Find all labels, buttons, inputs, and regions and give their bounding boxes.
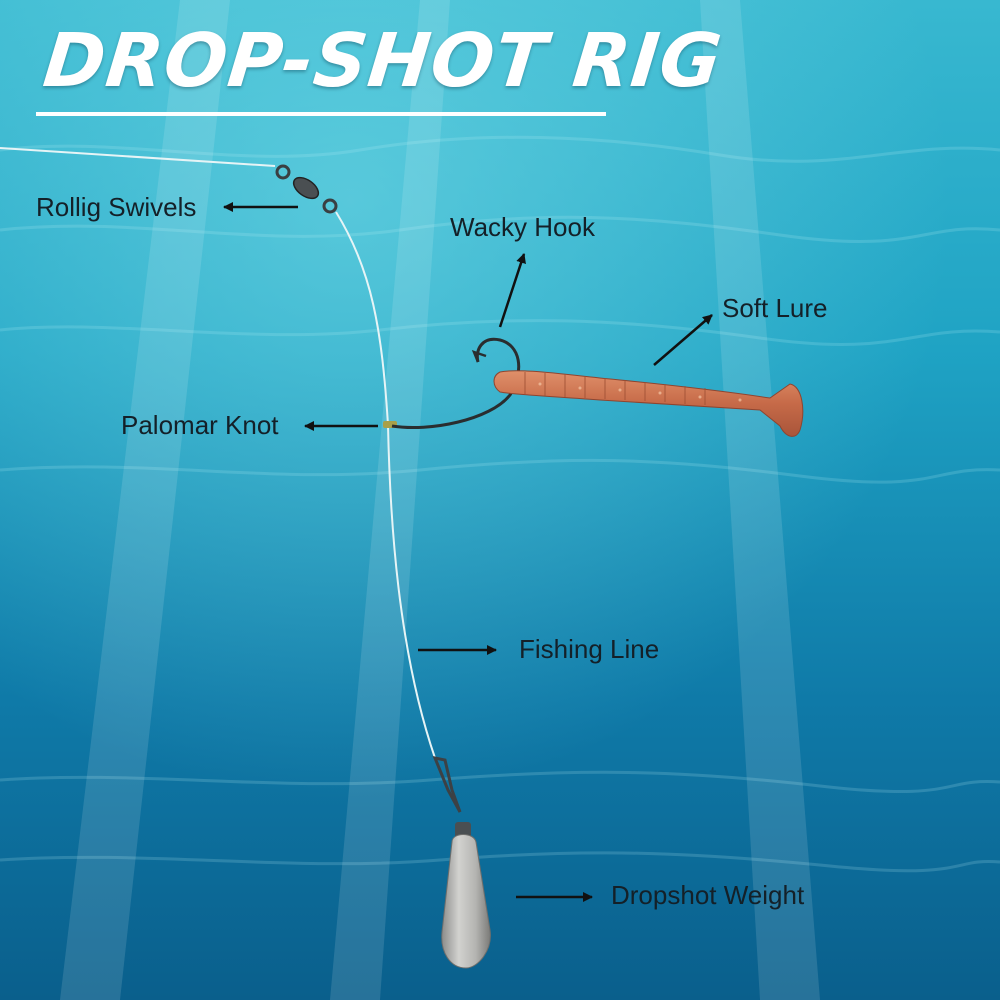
label-rolling-swivels: Rollig Swivels	[36, 192, 197, 222]
arrow-lure	[653, 314, 713, 366]
dropshot-weight	[441, 834, 491, 969]
rolling-swivel	[275, 164, 338, 214]
label-dropshot-weight: Dropshot Weight	[611, 880, 805, 910]
weight-eye	[455, 822, 471, 838]
label-soft-lure: Soft Lure	[722, 293, 828, 323]
title-underline	[36, 112, 606, 116]
main-line-upper	[0, 147, 276, 167]
label-wacky-hook: Wacky Hook	[450, 212, 595, 242]
water-ripples	[0, 135, 1000, 873]
fishing-line	[335, 211, 436, 759]
label-fishing-line: Fishing Line	[519, 634, 660, 664]
snap-clip	[432, 755, 462, 813]
label-palomar-knot: Palomar Knot	[121, 410, 279, 440]
soft-lure	[493, 370, 804, 437]
hook-barb	[471, 349, 487, 363]
arrow-hook	[498, 253, 526, 328]
page-title: DROP-SHOT RIG	[39, 18, 727, 104]
